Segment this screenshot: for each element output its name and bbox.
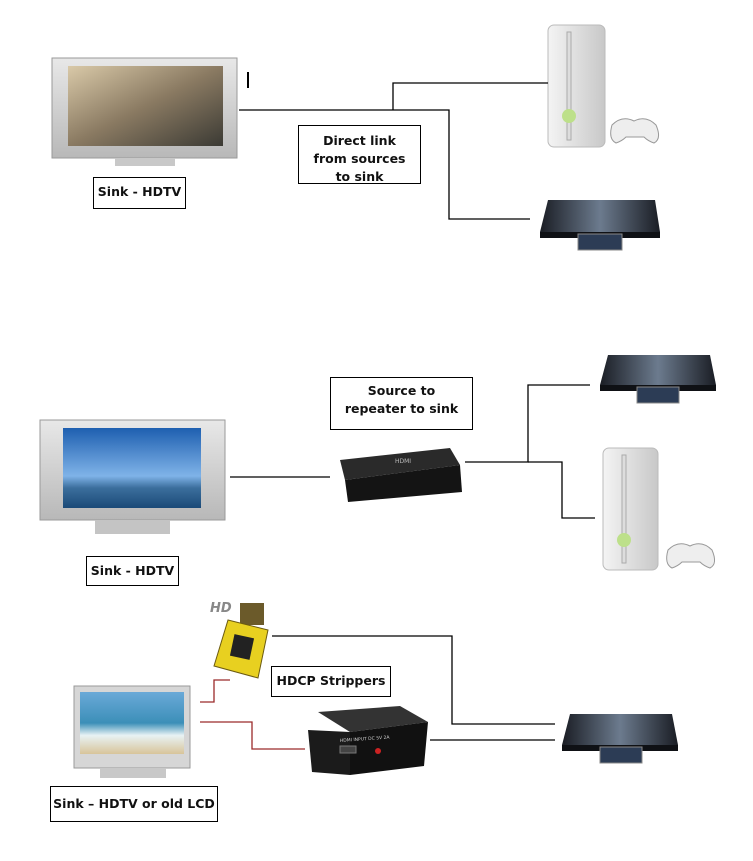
caption-hdcp-strippers: HDCP Strippers bbox=[271, 666, 391, 697]
sink-label-middle: Sink - HDTV bbox=[86, 556, 179, 586]
xbox-console-middle bbox=[602, 447, 716, 571]
caption-text: Source to repeater to sink bbox=[344, 383, 459, 416]
xbox-controller-icon bbox=[610, 118, 660, 144]
hdfury-logo: HD bbox=[210, 601, 232, 616]
sink-lcd-bottom bbox=[73, 685, 191, 778]
sink-label-text: Sink - HDTV bbox=[97, 184, 182, 199]
caption-text: Direct link from sources to sink bbox=[313, 133, 406, 184]
hdmi-logo: HDMI bbox=[395, 458, 411, 465]
hdmi-repeater: HDMI bbox=[340, 448, 462, 502]
blu-ray-player-bottom bbox=[562, 714, 678, 764]
stripper-box-text: HDMI INPUT DC 5V 2A bbox=[340, 734, 391, 744]
sink-hdtv-middle bbox=[39, 419, 226, 534]
sink-label-text: Sink – HDTV or old LCD bbox=[53, 796, 215, 811]
connection-lines-top bbox=[239, 82, 548, 220]
xbox-controller-icon bbox=[666, 543, 716, 569]
caption-repeater: Source to repeater to sink bbox=[330, 377, 473, 430]
xbox-console-top bbox=[547, 24, 660, 148]
connection-lines-middle bbox=[230, 384, 595, 519]
sink-hdtv-top bbox=[51, 57, 238, 166]
sink-label-bottom: Sink – HDTV or old LCD bbox=[50, 786, 218, 822]
sink-label-top: Sink - HDTV bbox=[93, 177, 186, 209]
sink-label-text: Sink - HDTV bbox=[90, 563, 175, 578]
connection-lines-bottom bbox=[200, 635, 555, 750]
caption-text: HDCP Strippers bbox=[276, 673, 386, 688]
caption-direct-link: Direct link from sources to sink bbox=[298, 125, 421, 184]
blu-ray-player-middle bbox=[600, 355, 716, 404]
blu-ray-player-top bbox=[540, 200, 660, 251]
hdcp-stripper-box: HDMI INPUT DC 5V 2A bbox=[308, 706, 428, 775]
hdfury-dongle: HD bbox=[210, 601, 269, 679]
